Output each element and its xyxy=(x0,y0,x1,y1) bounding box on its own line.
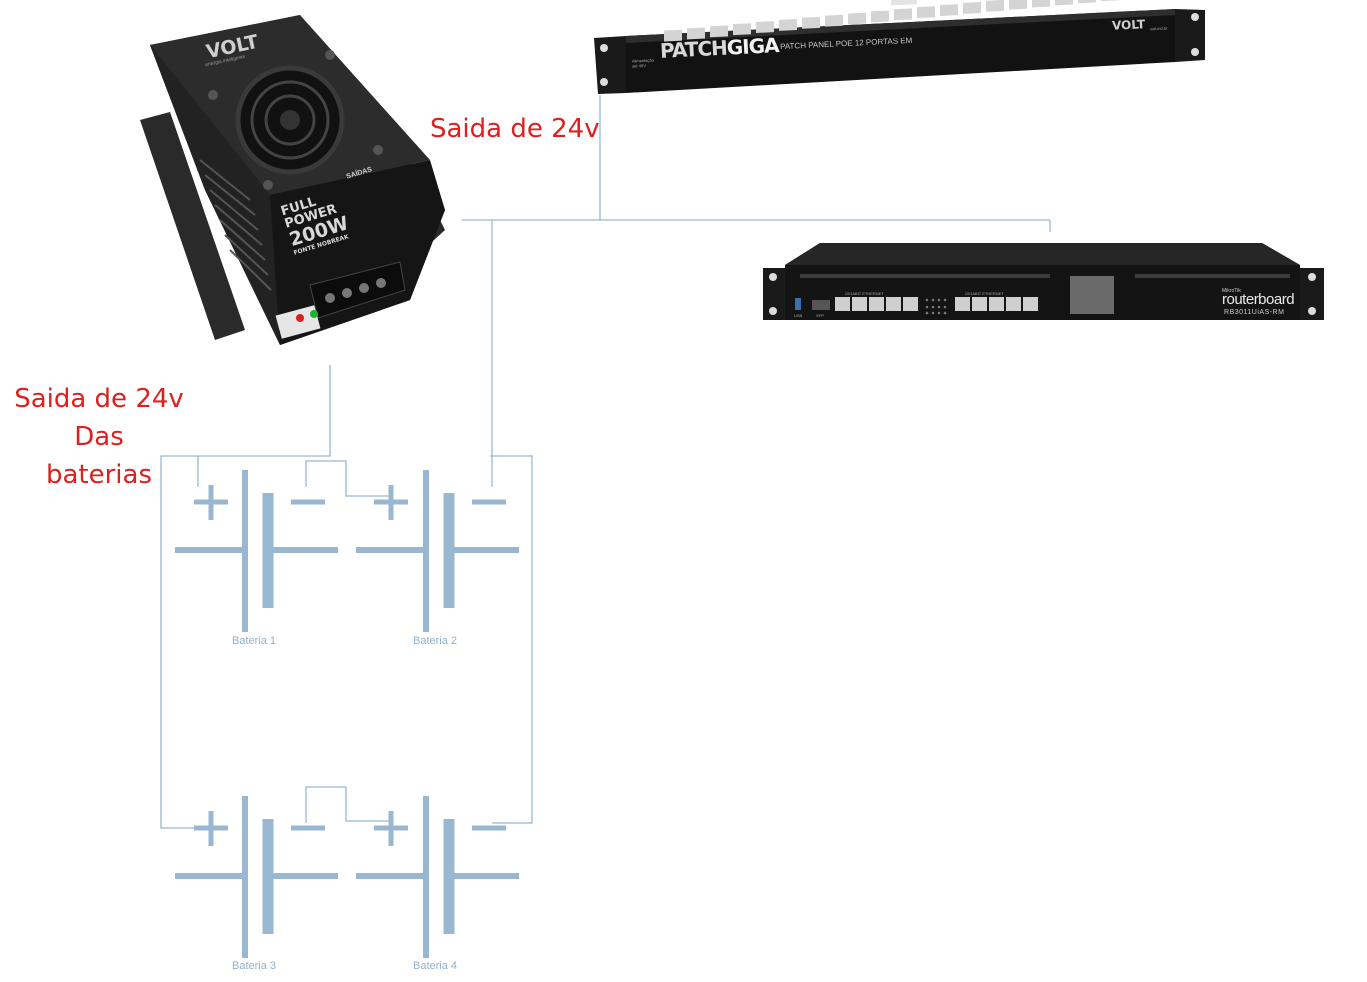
patch-panel-name-b: GIGA xyxy=(726,33,780,60)
battery-4-label: Bateria 4 xyxy=(413,960,458,972)
patch-panel-brand: VOLT xyxy=(1111,17,1146,33)
battery-2-symbol xyxy=(356,470,519,632)
router-vendor: MikroTik xyxy=(1222,288,1241,294)
wire-b1-b2 xyxy=(305,460,390,497)
label-batteries-line-2: Das xyxy=(74,422,124,452)
battery-4-symbol xyxy=(356,796,519,958)
patch-panel-name-a: PATCH xyxy=(659,35,728,63)
battery-2-label: Bateria 2 xyxy=(413,635,458,647)
wire-b3-b4 xyxy=(305,786,390,823)
battery-1-label: Bateria 1 xyxy=(232,635,277,647)
router-model: RB3011UiAS-RM xyxy=(1224,309,1285,316)
router-port-group-1: GIGABIT ETHERNET xyxy=(845,291,884,296)
battery-1-symbol xyxy=(175,470,338,632)
router-product: routerboard xyxy=(1222,291,1295,308)
label-batteries-line-1: Saida de 24v xyxy=(14,384,184,414)
battery-3-label: Bateria 3 xyxy=(232,960,277,972)
label-24v-output-batteries: Saida de 24v Das baterias xyxy=(14,380,184,494)
router-sfp-label: SFP xyxy=(816,313,824,318)
polarity-markers xyxy=(194,485,506,846)
wire-b2-b4 xyxy=(490,455,533,824)
wire-battery-negative-out xyxy=(160,365,331,829)
label-batteries-line-3: baterias xyxy=(45,460,153,490)
battery-3-symbol xyxy=(175,796,338,958)
label-24v-output-top: Saida de 24v xyxy=(430,114,600,144)
patch-panel-side-note: Alimentação até 48V xyxy=(631,57,655,69)
router-port-group-2: GIGABIT ETHERNET xyxy=(965,291,1004,296)
router-usb-label: USB xyxy=(794,313,803,318)
patch-panel-website: volt.ind.br xyxy=(1149,25,1168,32)
patch-panel-gigabit-badge: GIGABIT xyxy=(892,33,919,41)
